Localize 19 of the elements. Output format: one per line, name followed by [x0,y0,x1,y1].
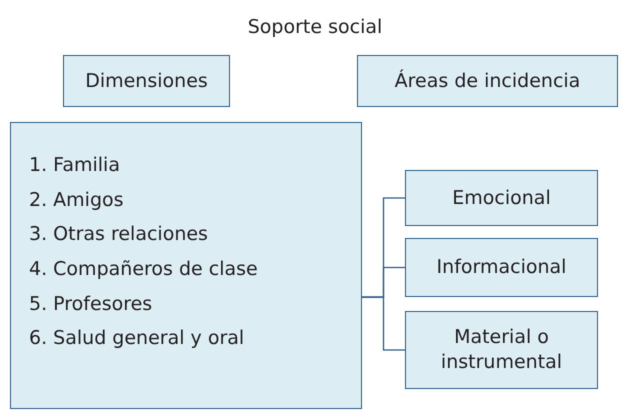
list-item: 6. Salud general y oral [29,326,246,352]
list-box [10,122,362,409]
category-box [357,55,618,107]
box-label: Emocional [452,186,551,210]
list-item: 4. Compañeros de clase [29,257,259,282]
box-label: Material o instrumental [440,325,564,375]
list-item: 5. Profesores [29,292,154,316]
list-item: 2. Amigos [29,188,125,212]
box-label: Áreas de incidencia [394,68,580,94]
category-box [405,311,598,389]
diagram-title: Soporte social [246,16,384,38]
box-label: Dimensiones [85,68,208,94]
category-box [405,238,598,297]
connector-line [362,296,405,351]
list-item: 1. Familia [29,153,121,178]
category-box [63,55,230,107]
box-label: Informacional [436,255,566,280]
category-box [405,170,598,226]
list-item: 3. Otras relaciones [29,222,209,248]
